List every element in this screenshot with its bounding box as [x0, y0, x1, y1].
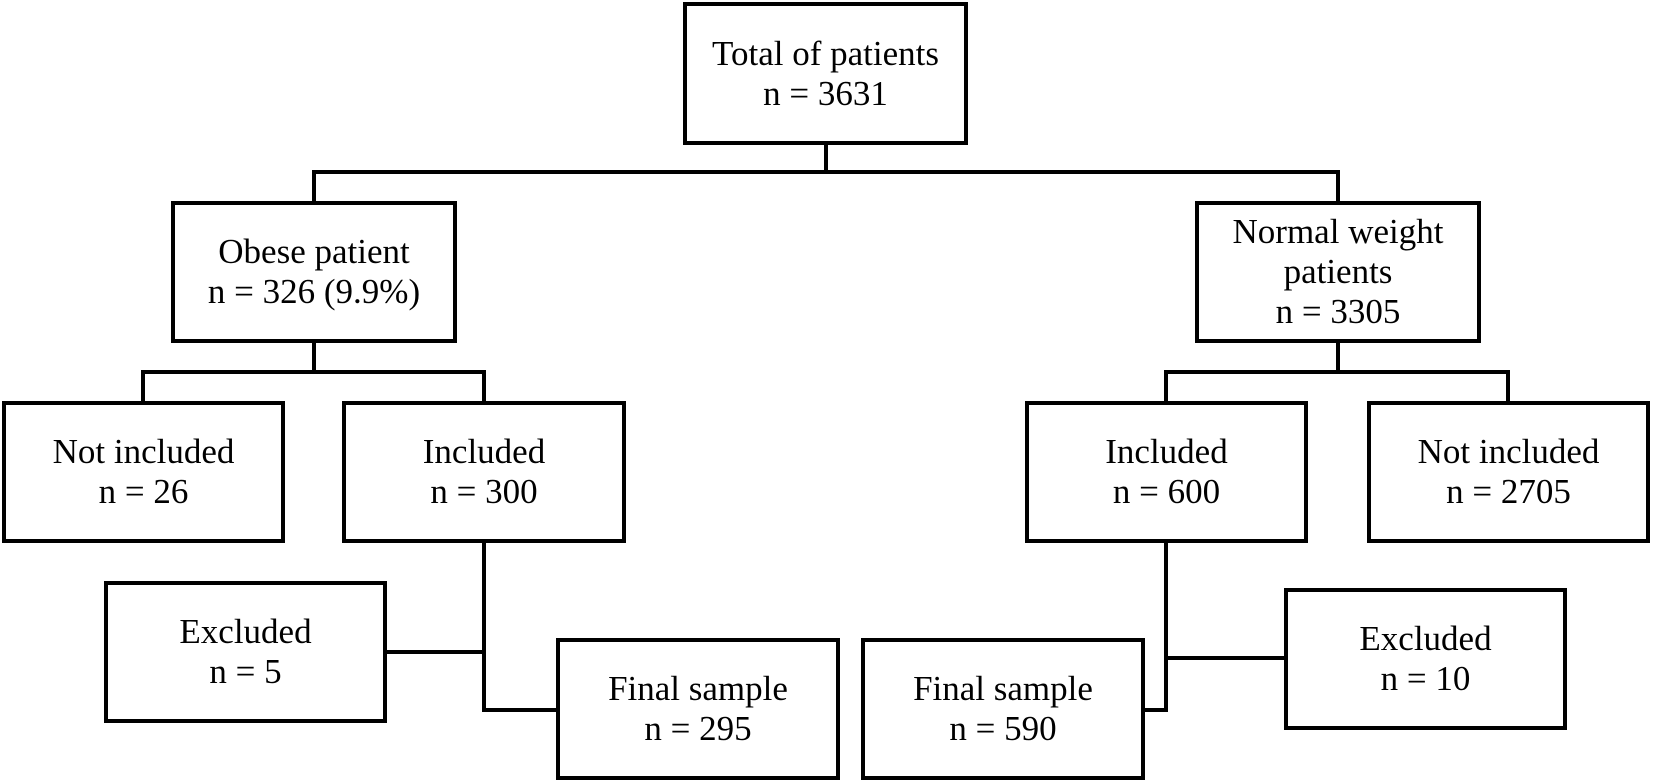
obese-patients-count: n = 326 (9.9%) [207, 272, 421, 311]
total-patients-box: Total of patients n = 3631 [683, 2, 968, 145]
connector-normal-split [1164, 341, 1510, 403]
normal-included-count: n = 600 [1112, 472, 1221, 511]
normal-final-sample-label: Final sample [913, 669, 1093, 708]
total-patients-label: Total of patients [712, 33, 939, 73]
connector-total-split [312, 143, 1340, 203]
total-patients-count: n = 3631 [763, 73, 888, 113]
normal-included-box: Included n = 600 [1025, 401, 1308, 543]
normal-excluded-label: Excluded [1359, 619, 1492, 658]
obese-excluded-count: n = 5 [209, 652, 282, 691]
obese-final-sample-count: n = 295 [644, 709, 752, 748]
normal-weight-patients-box: Normal weight patients n = 3305 [1195, 201, 1481, 343]
normal-final-sample-count: n = 590 [949, 709, 1057, 748]
obese-final-sample-label: Final sample [608, 669, 788, 708]
obese-not-included-label: Not included [52, 432, 235, 471]
normal-excluded-count: n = 10 [1380, 659, 1471, 698]
normal-not-included-box: Not included n = 2705 [1367, 401, 1650, 543]
obese-included-label: Included [422, 432, 546, 471]
normal-final-sample-box: Final sample n = 590 [861, 638, 1145, 780]
normal-not-included-label: Not included [1417, 432, 1600, 471]
obese-included-count: n = 300 [430, 472, 538, 511]
normal-not-included-count: n = 2705 [1446, 472, 1571, 511]
connector-obese-split [141, 341, 486, 403]
normal-weight-count: n = 3305 [1275, 292, 1401, 331]
connector-obese-included-outcome [385, 541, 558, 712]
normal-excluded-box: Excluded n = 10 [1284, 588, 1567, 730]
obese-patients-label: Obese patient [218, 232, 410, 271]
normal-included-label: Included [1105, 432, 1228, 471]
obese-excluded-label: Excluded [179, 612, 312, 651]
obese-not-included-box: Not included n = 26 [2, 401, 285, 543]
obese-excluded-box: Excluded n = 5 [104, 581, 387, 723]
obese-patients-box: Obese patient n = 326 (9.9%) [171, 201, 457, 343]
obese-not-included-count: n = 26 [98, 472, 189, 511]
obese-final-sample-box: Final sample n = 295 [556, 638, 840, 780]
normal-weight-label-line2: patients [1283, 252, 1393, 291]
normal-weight-label-line1: Normal weight [1232, 212, 1444, 251]
obese-included-box: Included n = 300 [342, 401, 626, 543]
